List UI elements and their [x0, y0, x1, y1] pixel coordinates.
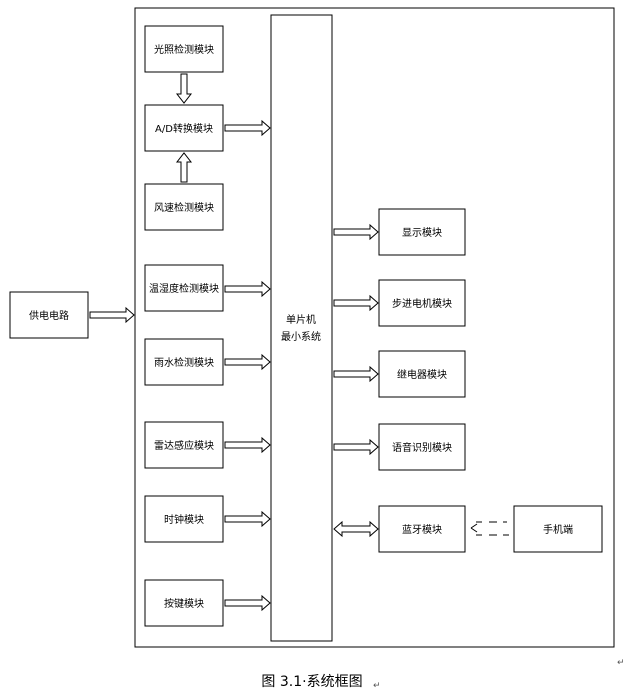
temp-humidity-label: 温湿度检测模块 [149, 282, 219, 295]
clock-to-mcu-arrow [224, 510, 271, 528]
radar-to-mcu-arrow [224, 436, 271, 454]
radar-sensing-box [144, 421, 224, 469]
ad-conversion-box [144, 104, 224, 152]
phone-box [513, 505, 603, 553]
ad-to-mcu-arrow [224, 119, 271, 137]
stepper-motor-label: 步进电机模块 [392, 297, 452, 310]
radar-sensing-label: 雷达感应模块 [154, 439, 214, 452]
display-label: 显示模块 [402, 227, 442, 239]
mcu-label-line1: 单片机 [286, 313, 316, 326]
stepper-motor-box [378, 279, 466, 327]
wind-speed-box [144, 183, 224, 231]
display-box [378, 208, 466, 256]
light-to-ad-arrow [175, 73, 193, 104]
mcu-to-stepper-arrow [333, 294, 379, 312]
mcu-to-relay-arrow [333, 365, 379, 383]
wireless-link-dashed [470, 521, 509, 536]
wind-speed-label: 风速检测模块 [154, 201, 214, 214]
wind-to-ad-arrow [175, 152, 193, 183]
bluetooth-box [378, 505, 466, 553]
ad-conversion-label: A/D转换模块 [155, 122, 213, 135]
mcu-label-line2: 最小系统 [281, 330, 321, 343]
phone-label: 手机端 [543, 523, 573, 536]
rain-to-mcu-arrow [224, 353, 271, 371]
keys-to-mcu-arrow [224, 594, 271, 612]
voice-recognition-box [378, 423, 466, 471]
mcu-box [270, 14, 333, 642]
clock-label: 时钟模块 [164, 513, 204, 526]
humidity-to-mcu-arrow [224, 280, 271, 298]
power-supply-box [9, 291, 89, 339]
rain-detection-box [144, 338, 224, 386]
corner-paragraph-mark: ↵ [617, 658, 625, 668]
bluetooth-label: 蓝牙模块 [402, 524, 442, 536]
temp-humidity-box [144, 264, 224, 312]
mcu-to-display-arrow [333, 223, 379, 241]
mcu-bluetooth-bidirectional-arrow [333, 520, 379, 538]
light-detection-label: 光照检测模块 [154, 43, 214, 56]
keys-label: 按键模块 [164, 597, 204, 610]
power-supply-label: 供电电路 [29, 309, 69, 322]
light-detection-box [144, 25, 224, 73]
relay-box [378, 350, 466, 398]
power-arrow [89, 306, 135, 324]
caption-paragraph-mark: ↵ [373, 681, 381, 691]
mcu-to-voice-arrow [333, 438, 379, 456]
rain-detection-label: 雨水检测模块 [154, 356, 214, 369]
keys-box [144, 579, 224, 627]
voice-recognition-label: 语音识别模块 [392, 441, 452, 454]
relay-label: 继电器模块 [397, 368, 447, 381]
clock-box [144, 495, 224, 543]
figure-caption: 图 3.1·系统框图 [261, 674, 362, 690]
system-frame [134, 7, 615, 648]
